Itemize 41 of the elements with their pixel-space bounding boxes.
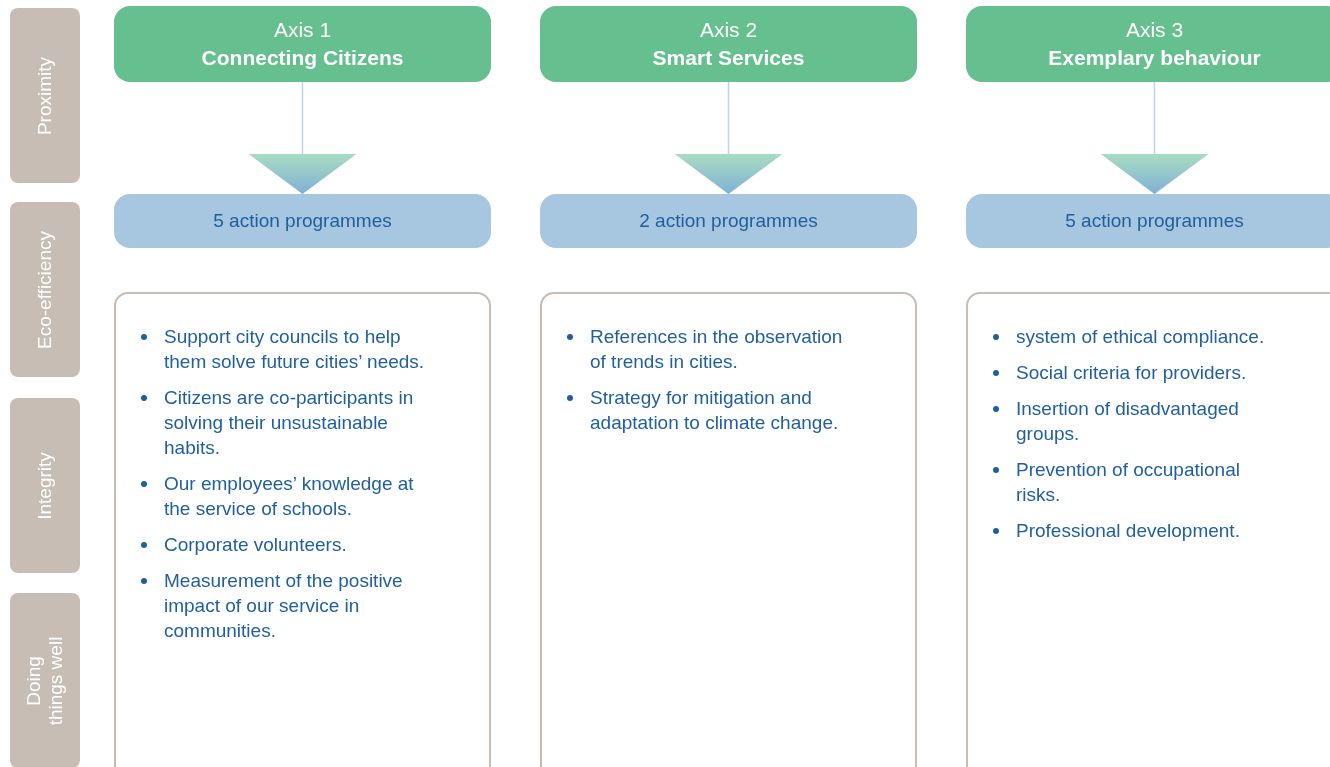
axis-header-box xyxy=(966,6,1330,82)
programme-label: 2 action programmes xyxy=(639,210,818,232)
content-card xyxy=(540,292,917,767)
side-tab xyxy=(10,398,80,573)
axis-title: Smart Services xyxy=(652,45,805,71)
side-tab xyxy=(10,202,80,377)
tab-label: Doing things well xyxy=(23,635,67,727)
axis-number: Axis 1 xyxy=(273,17,332,43)
side-tab xyxy=(10,593,80,767)
chevron-arrow xyxy=(1101,81,1209,195)
programme-box xyxy=(114,194,491,248)
programme-box xyxy=(966,194,1330,248)
bullet-item: Citizens are co-participants in solving their unsustainable habits. xyxy=(138,385,426,460)
bullet-item: Insertion of disadvantaged groups. xyxy=(990,396,1278,446)
bullet-item: Strategy for mitigation and adaptation to climate change. xyxy=(564,385,852,435)
axis-title: Connecting Citizens xyxy=(201,45,404,71)
chevron-arrow xyxy=(249,81,357,195)
axis-header-box xyxy=(540,6,917,82)
content-card xyxy=(114,292,491,767)
axis-number: Axis 2 xyxy=(699,17,758,43)
chevron-arrow xyxy=(675,81,783,195)
programme-label: 5 action programmes xyxy=(1065,210,1244,232)
bullet-item: References in the observation of trends in cities. xyxy=(564,324,852,374)
bullet-item: Measurement of the positive impact of our service in communities. xyxy=(138,568,426,643)
bullet-item: Our employees’ knowledge at the service of schools. xyxy=(138,471,426,521)
programme-box xyxy=(540,194,917,248)
tab-label: Proximity xyxy=(34,56,56,135)
bullet-item: Professional development. xyxy=(990,518,1278,543)
axis-header-box xyxy=(114,6,491,82)
bullet-item: Corporate volunteers. xyxy=(138,532,426,557)
bullet-item: system of ethical compliance. xyxy=(990,324,1278,349)
programme-label: 5 action programmes xyxy=(213,210,392,232)
side-tab xyxy=(10,8,80,183)
bullet-item: Prevention of occupational risks. xyxy=(990,457,1278,507)
content-card xyxy=(966,292,1330,767)
tab-label: Eco-efficiency xyxy=(34,230,56,349)
bullet-item: Social criteria for providers. xyxy=(990,360,1278,385)
axis-number: Axis 3 xyxy=(1125,17,1184,43)
bullet-item: Support city councils to help them solve future cities’ needs. xyxy=(138,324,426,374)
axis-title: Exemplary behaviour xyxy=(1048,45,1261,71)
tab-label: Integrity xyxy=(34,451,56,520)
